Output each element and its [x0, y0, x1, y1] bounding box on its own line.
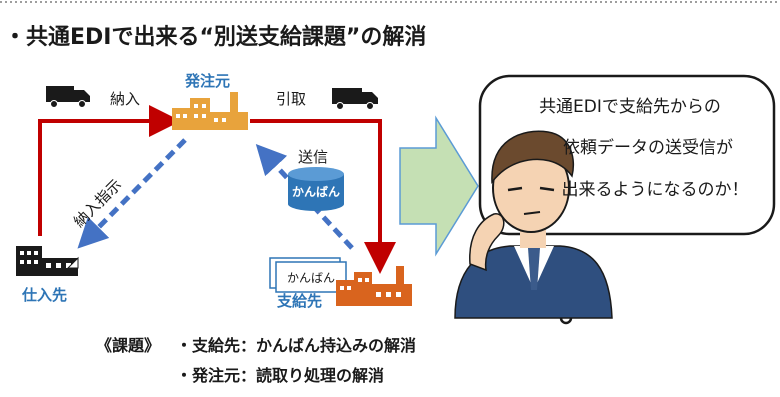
truck-icon: [332, 88, 378, 110]
kanban-card: [269, 257, 347, 293]
factory-icon: [172, 92, 248, 130]
database-icon: [288, 167, 344, 211]
speech-line-2: 依頼データの送受信が: [563, 137, 733, 158]
factory-icon: [336, 266, 412, 306]
node-label-shiiresaki: 仕入先: [21, 286, 67, 304]
speech-line-3: 出来るようになるのか！: [562, 180, 749, 200]
dashed-arrow-nonyu-shiji: [77, 138, 187, 249]
issue-item-1: ・支給先：かんばん持込みの解消: [176, 336, 416, 355]
truck-icon: [46, 86, 90, 108]
dashed-arrow-soshin: [255, 143, 354, 250]
speech-line-1: 共通EDIで支給先からの: [539, 97, 721, 117]
issues-heading: 《課題》: [96, 336, 160, 355]
red-flow-arrows: [38, 105, 396, 274]
page-title: ・共通EDIで出来る“別送支給課題”の解消: [4, 24, 426, 50]
flow-label-hikitori: 引取: [276, 90, 306, 108]
flow-label-nonyu-shiji: 納入指示: [70, 176, 125, 231]
node-label-hatchumoto: 発注元: [184, 72, 230, 90]
flow-label-nonyu: 納入: [110, 90, 140, 108]
building-icon: [16, 246, 79, 276]
issue-item-2: ・発注元：読取り処理の解消: [176, 366, 384, 385]
flow-label-soshin: 送信: [298, 148, 328, 166]
node-label-shikyusaki: 支給先: [276, 292, 322, 310]
big-green-arrow: [399, 115, 479, 257]
person-icon: [454, 130, 613, 319]
database-label: かんばん: [292, 184, 340, 199]
kanban-card-label: かんばん: [287, 271, 335, 285]
